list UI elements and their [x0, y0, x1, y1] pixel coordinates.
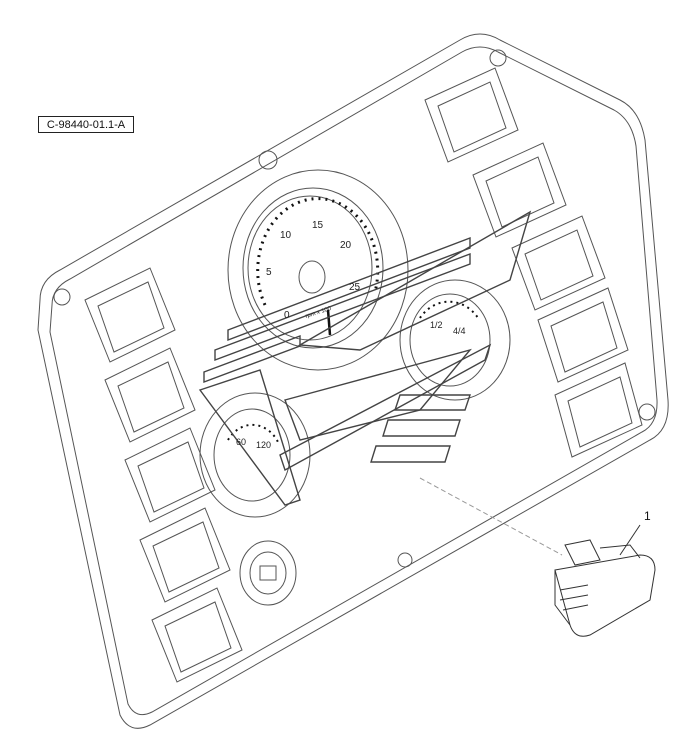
socket-outlet	[239, 540, 297, 606]
switch-slot-left-3	[124, 427, 216, 523]
fuel-label-half: 1/2	[430, 320, 443, 330]
tach-label-25: 25	[349, 282, 361, 293]
temp-label-60: 60	[236, 437, 246, 447]
switch-slot-left-5	[151, 587, 243, 683]
assembly-axis-line	[419, 477, 563, 556]
callout-leader-line	[619, 524, 641, 556]
switch-slot-left-4	[139, 507, 231, 603]
switch-slot-left-2	[104, 347, 196, 443]
switch-slot-right-1	[424, 67, 519, 163]
brand-logo	[198, 210, 532, 506]
switch-slot-right-2	[472, 142, 567, 238]
fuel-gauge	[399, 279, 511, 401]
panel-housing	[37, 33, 669, 729]
part-callout-number: 1	[644, 509, 651, 523]
switch-slot-right-3	[511, 215, 606, 311]
tach-label-20: 20	[340, 240, 352, 251]
switch-slot-right-5	[554, 362, 643, 458]
temp-label-120: 120	[256, 440, 271, 450]
fuel-label-full: 4/4	[453, 326, 466, 336]
temperature-gauge	[199, 392, 311, 518]
switch-slot-left-1	[84, 267, 176, 363]
switch-blank-part	[554, 539, 656, 637]
left-switch-column	[84, 267, 243, 683]
tach-label-15: 15	[312, 220, 324, 231]
drawing-reference-code: C-98440-01.1-A	[38, 116, 134, 133]
tach-label-0: 0	[284, 310, 290, 321]
right-switch-column	[424, 67, 643, 458]
tach-label-5: 5	[266, 267, 272, 278]
switch-slot-right-4	[537, 287, 629, 383]
tach-label-10: 10	[280, 230, 292, 241]
